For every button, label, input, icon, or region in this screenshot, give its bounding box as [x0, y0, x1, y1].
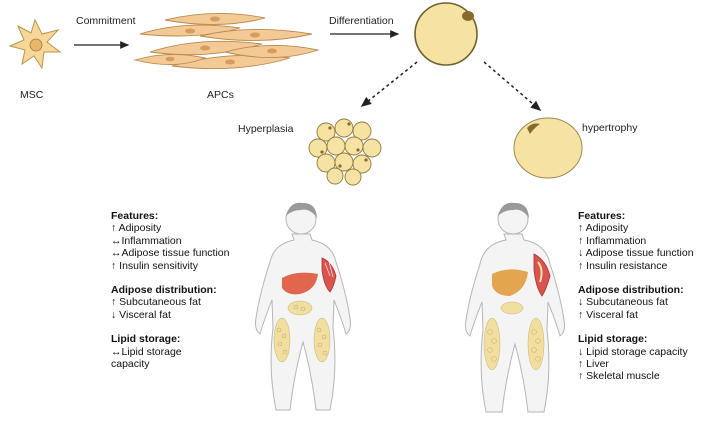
distribution-item: ↑ Visceral fat	[578, 308, 638, 321]
feature-item: ↓ Adipose tissue function	[578, 247, 694, 260]
apcs-cells-icon	[133, 13, 320, 70]
feature-item: ↔Adipose tissue function	[111, 247, 230, 260]
feature-item: ↑ Adiposity	[578, 222, 629, 235]
mature-adipocyte-icon	[414, 2, 478, 66]
section-heading: Adipose distribution:	[111, 284, 217, 297]
hypertrophic-adipocyte-icon	[513, 117, 583, 179]
distribution-section: Adipose distribution: ↓ Subcutaneous fat…	[578, 284, 694, 321]
feature-item: ↑ Insulin resistance	[578, 259, 668, 272]
section-heading: Adipose distribution:	[578, 284, 684, 297]
msc-cell-icon	[8, 18, 62, 70]
section-heading: Lipid storage:	[111, 333, 181, 346]
hyperplasia-summary: Features: ↑ Adiposity ↔Inflammation ↔Adi…	[111, 210, 229, 382]
feature-item: ↔Inflammation	[111, 234, 182, 247]
lipid-item: capacity	[111, 358, 150, 371]
features-section: Features: ↑ Adiposity ↔Inflammation ↔Adi…	[111, 210, 229, 272]
apcs-label: APCs	[207, 89, 234, 101]
distribution-item: ↑ Subcutaneous fat	[111, 296, 201, 309]
section-heading: Lipid storage:	[578, 333, 648, 346]
feature-item: ↑ Inflammation	[578, 234, 647, 247]
feature-item: ↑ Insulin sensitivity	[111, 259, 198, 272]
features-section: Features: ↑ Adiposity ↑ Inflammation ↓ A…	[578, 210, 694, 272]
distribution-section: Adipose distribution: ↑ Subcutaneous fat…	[111, 284, 229, 321]
section-heading: Features:	[111, 210, 159, 222]
body-figure-hyperplasia	[255, 202, 351, 411]
commitment-label: Commitment	[76, 15, 136, 27]
distribution-item: ↓ Subcutaneous fat	[578, 296, 668, 309]
differentiation-label: Differentiation	[329, 15, 394, 27]
hypertrophy-label: hypertrophy	[582, 122, 638, 134]
section-heading: Features:	[578, 210, 626, 222]
hypertrophy-arrow	[483, 61, 542, 111]
msc-label: MSC	[20, 89, 44, 101]
lipid-section: Lipid storage: ↔Lipid storage capacity	[111, 333, 229, 370]
lipid-item: ↑ Liver	[578, 358, 609, 371]
lipid-item: ↔Lipid storage	[111, 345, 182, 358]
lipid-section: Lipid storage: ↓ Lipid storage capacity …	[578, 333, 694, 383]
hyperplasia-cluster-icon	[308, 118, 382, 186]
feature-item: ↑ Adiposity	[111, 222, 162, 235]
distribution-item: ↓ Visceral fat	[111, 308, 171, 321]
hyperplasia-label: Hyperplasia	[238, 123, 294, 135]
hyperplasia-arrow	[360, 61, 418, 107]
lipid-item: ↓ Lipid storage capacity	[578, 345, 688, 358]
body-figure-hypertrophy	[465, 202, 565, 413]
hypertrophy-summary: Features: ↑ Adiposity ↑ Inflammation ↓ A…	[578, 210, 694, 395]
lipid-item: ↑ Skeletal muscle	[578, 370, 660, 383]
